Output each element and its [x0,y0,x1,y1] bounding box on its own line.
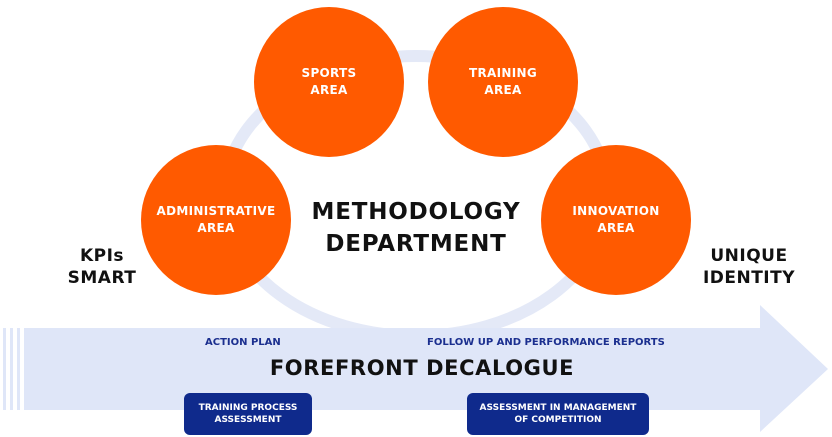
training-process-assessment-box: TRAINING PROCESS ASSESSMENT [184,393,312,435]
administrative-area-line2: AREA [197,221,235,235]
forefront-decalogue-title: FOREFRONT DECALOGUE [269,356,575,380]
administrative-area-circle: ADMINISTRATIVE AREA [141,145,291,295]
assessment-competition-line1: ASSESSMENT IN MANAGEMENT [479,403,637,413]
administrative-area-line1: ADMINISTRATIVE [156,204,276,218]
training-area-circle: TRAINING AREA [428,7,578,157]
unique-line: UNIQUE [710,246,788,266]
smart-line: SMART [67,268,137,288]
training-area-line2: AREA [484,83,522,97]
innovation-area-circle: INNOVATION AREA [541,145,691,295]
sports-area-line2: AREA [310,83,348,97]
kpis-line: KPIs [79,246,125,266]
sports-area-circle: SPORTS AREA [254,7,404,157]
sports-area-line1: SPORTS [301,66,357,80]
training-process-line2: ASSESSMENT [214,415,282,425]
innovation-area-line2: AREA [597,221,635,235]
center-title-line1: METHODOLOGY [311,199,521,225]
action-plan-label: ACTION PLAN [205,337,281,348]
innovation-area-line1: INNOVATION [572,204,660,218]
follow-up-label: FOLLOW UP AND PERFORMANCE REPORTS [427,337,665,348]
methodology-department-title: METHODOLOGY DEPARTMENT [298,196,534,260]
unique-identity-label: UNIQUE IDENTITY [686,245,812,289]
training-area-line1: TRAINING [469,66,537,80]
assessment-competition-line2: OF COMPETITION [514,415,602,425]
assessment-competition-box: ASSESSMENT IN MANAGEMENT OF COMPETITION [467,393,649,435]
center-title-line2: DEPARTMENT [325,231,507,257]
training-process-line1: TRAINING PROCESS [198,403,298,413]
kpis-smart-label: KPIs SMART [62,245,142,289]
identity-line: IDENTITY [702,268,796,288]
